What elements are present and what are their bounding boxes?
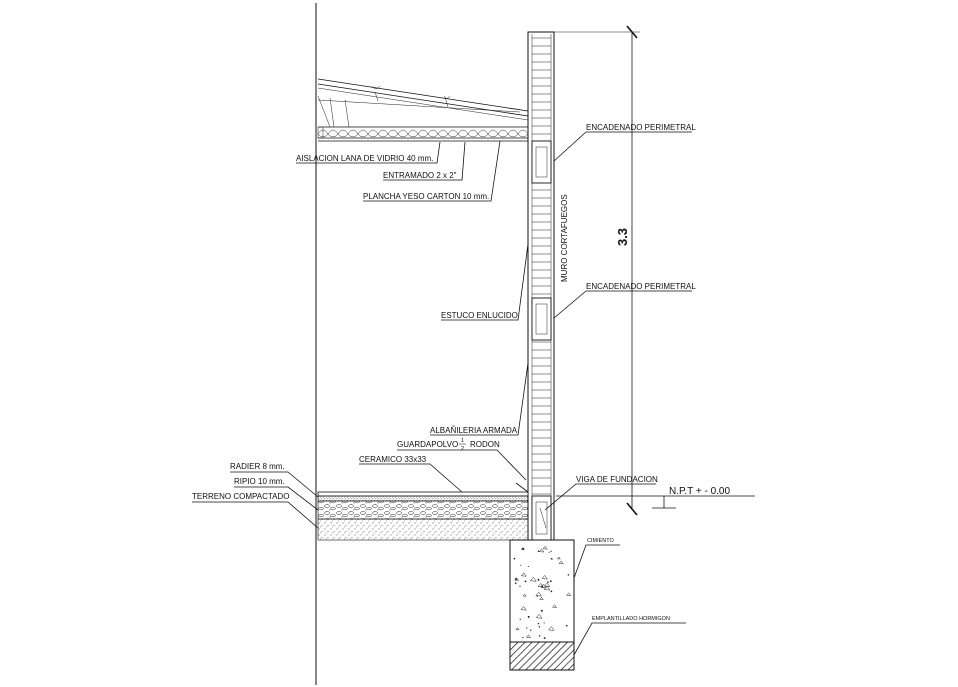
label-albanileria: ALBAÑILERIA ARMADA [430,426,518,435]
foundation-beam [531,495,552,541]
label-guardapolvo-num: 1 [461,438,464,444]
label-guardapolvo: GUARDAPOLVO [397,440,458,449]
label-aislacion: AISLACION LANA DE VIDRIO 40 mm. [296,154,433,163]
perimeter-beam-callouts [553,131,692,319]
roof-structure [317,78,529,142]
label-ripio: RIPIO 10 mm. [234,477,285,486]
ceiling-callouts [296,140,501,202]
label-estuco: ESTUCO ENLUCIDO [441,311,518,320]
label-guardapolvo-den: 2 [461,446,464,452]
label-terreno: TERRENO COMPACTADO [192,492,289,501]
firewall-masonry [527,31,555,541]
label-plancha: PLANCHA YESO CARTON 10 mm. [363,192,489,201]
label-encadenado-middle: ENCADENADO PERIMETRAL [586,282,696,291]
label-cimiento: CIMIENTO [587,538,615,544]
lean-concrete-base [509,641,575,671]
height-dimension-value: 3.3 [615,228,630,246]
firewall-label: MURO CORTAFUEGOS [560,194,569,282]
label-viga: VIGA DE FUNDACION [576,475,658,484]
label-ceramico: CERAMICO 33x33 [359,455,427,464]
label-entramado: ENTRAMADO 2 x 2" [383,171,457,180]
perimeter-beam-upper [531,140,552,184]
label-npt: N.P.T + - 0.00 [669,486,730,497]
height-dimension [554,25,640,516]
floor-layers [317,482,529,541]
floor-callouts [192,471,319,529]
perimeter-beam-middle [531,297,552,341]
foundation-footing [509,539,575,671]
label-radier: RADIER 8 mm. [230,462,285,471]
label-encadenado-upper: ENCADENADO PERIMETRAL [586,123,696,132]
label-rodon: RODON [470,440,500,449]
label-emplantillado: EMPLANTILLADO HORMIGON [592,616,670,622]
